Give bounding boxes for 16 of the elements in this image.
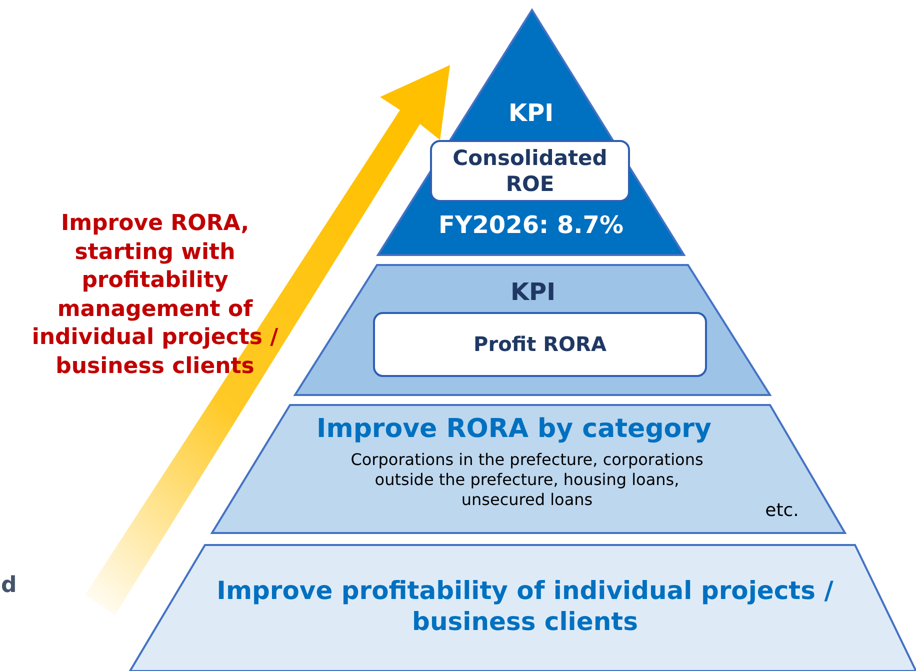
panel-text: Consolidated ROE	[452, 144, 608, 198]
tier-heading: Improve RORA by category	[316, 413, 712, 446]
pyramid-apex	[378, 10, 684, 255]
label-panel	[373, 312, 707, 377]
pyramid-tier	[212, 405, 846, 533]
tier-heading: Improve profitability of individual projects / business clients	[216, 575, 834, 638]
tier-description: Corporations in the prefecture, corporations outside the prefecture, housing loans, unsecured loans	[350, 450, 704, 510]
tier-value: FY2026: 8.7%	[437, 210, 625, 240]
pyramid-tier	[295, 265, 771, 395]
panel-text: Profit RORA	[474, 332, 606, 357]
tier-heading: KPI	[507, 98, 555, 128]
tier-heading: KPI	[509, 277, 557, 307]
tier-note: etc.	[764, 500, 800, 522]
cut-off-text: d	[1, 572, 18, 600]
pyramid-tier	[130, 545, 916, 671]
label-panel	[430, 140, 630, 202]
